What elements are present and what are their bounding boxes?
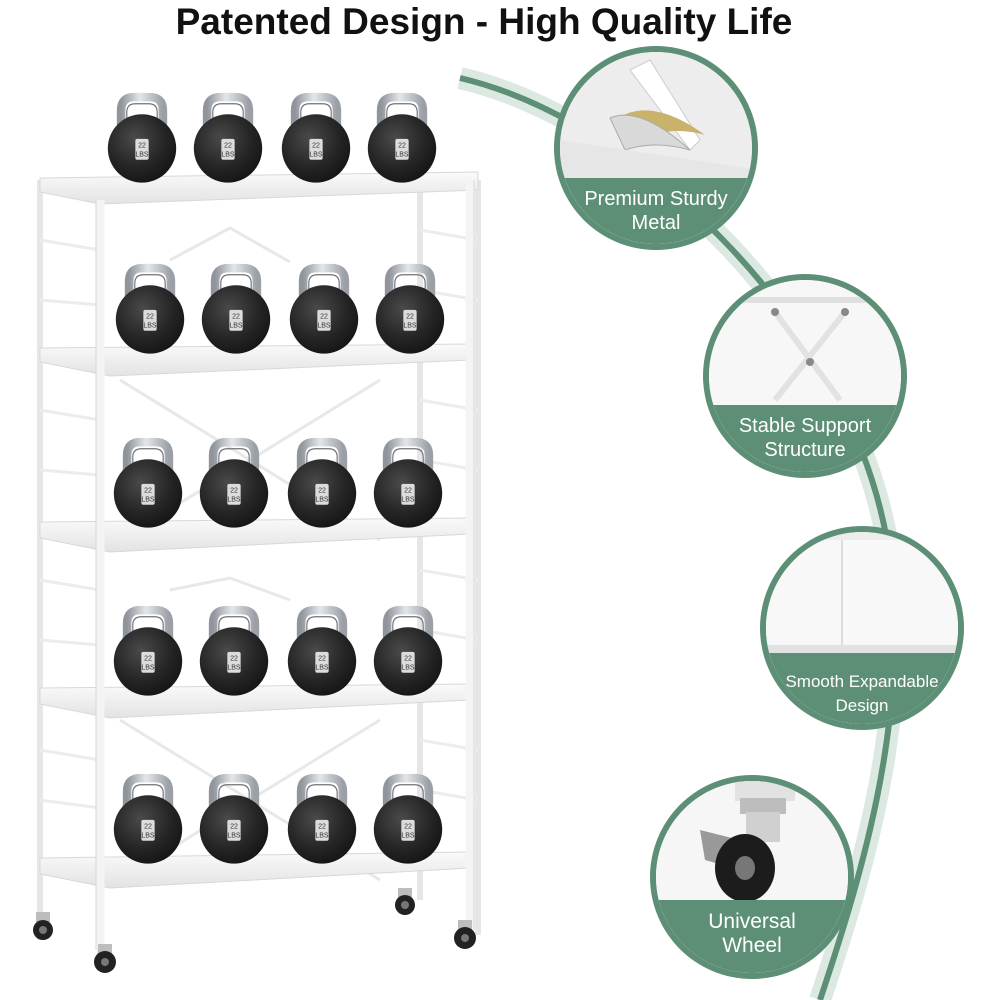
kettlebell-unit-label: LBS [143,322,157,329]
kettlebell-weight-label: 22 [230,823,238,830]
kettlebell-unit-label: LBS [401,832,415,839]
feature-label-line: Wheel [722,934,782,957]
feature-label-line: Premium Sturdy [584,188,728,210]
kettlebell-weight-label: 22 [404,655,412,662]
kettlebell-unit-label: LBS [227,496,241,503]
kettlebell-weight-label: 22 [230,655,238,662]
kettlebell-weight-label: 22 [404,823,412,830]
kettlebell-weight-label: 22 [224,142,232,149]
kettlebell-unit-label: LBS [315,496,329,503]
cross-brace-icon [709,280,901,472]
kettlebell-unit-label: LBS [317,322,331,329]
kettlebell-weight-label: 22 [146,313,154,320]
kettlebell-unit-label: LBS [227,664,241,671]
kettlebell-unit-label: LBS [315,664,329,671]
kettlebell-weight-label: 22 [312,142,320,149]
feature-label-wheel: Universal Wheel [656,910,848,958]
kettlebell-unit-label: LBS [403,322,417,329]
kettlebell-unit-label: LBS [141,664,155,671]
kettlebell-weight-label: 22 [230,487,238,494]
feature-label-line: Design [835,696,889,715]
feature-callout-structure [703,274,907,478]
kettlebell-weight-label: 22 [232,313,240,320]
feature-label-line: Smooth Expandable [785,672,939,691]
kettlebell-unit-label: LBS [227,832,241,839]
feature-label-structure: Stable Support Structure [709,414,901,462]
feature-label-line: Stable Support [738,415,872,437]
kettlebell-weight-label: 22 [398,142,406,149]
feature-callout-wheel [650,775,854,979]
caster-wheel-icon [656,781,848,973]
page-title: Patented Design - High Quality Life [175,1,793,42]
kettlebell-weight-label: 22 [320,313,328,320]
kettlebell-weight-label: 22 [138,142,146,149]
kettlebell-weight-label: 22 [144,655,152,662]
feature-label-expandable: Smooth Expandable Design [766,670,958,718]
feature-label-line: Structure [764,439,846,461]
feature-label-metal: Premium Sturdy Metal [560,187,752,235]
feature-callout-metal [554,46,758,250]
kettlebell-unit-label: LBS [135,151,149,158]
kettlebell-unit-label: LBS [141,496,155,503]
kettlebell-unit-label: LBS [395,151,409,158]
kettlebell-unit-label: LBS [401,664,415,671]
kettlebell-unit-label: LBS [229,322,243,329]
kettlebell-weight-label: 22 [144,487,152,494]
kettlebell-weight-label: 22 [318,823,326,830]
kettlebell-unit-label: LBS [221,151,235,158]
kettlebell-weight-label: 22 [318,487,326,494]
feature-label-line: Universal [708,910,796,933]
feature-label-line: Metal [631,212,681,234]
caster-wheels [33,888,476,973]
kettlebell-unit-label: LBS [401,496,415,503]
feature-callout-expandable [760,526,964,730]
metal-sheet-icon [560,52,752,244]
kettlebell-unit-label: LBS [309,151,323,158]
kettlebell-weight-label: 22 [406,313,414,320]
kettlebell-grid: 22LBS22LBS22LBS22LBS22LBS22LBS22LBS22LBS… [108,97,444,864]
kettlebell-weight-label: 22 [144,823,152,830]
kettlebell-weight-label: 22 [318,655,326,662]
kettlebell-unit-label: LBS [141,832,155,839]
shelf-rack: 22LBS22LBS22LBS22LBS22LBS22LBS22LBS22LBS… [33,97,481,973]
kettlebell-weight-label: 22 [404,487,412,494]
kettlebell-unit-label: LBS [315,832,329,839]
